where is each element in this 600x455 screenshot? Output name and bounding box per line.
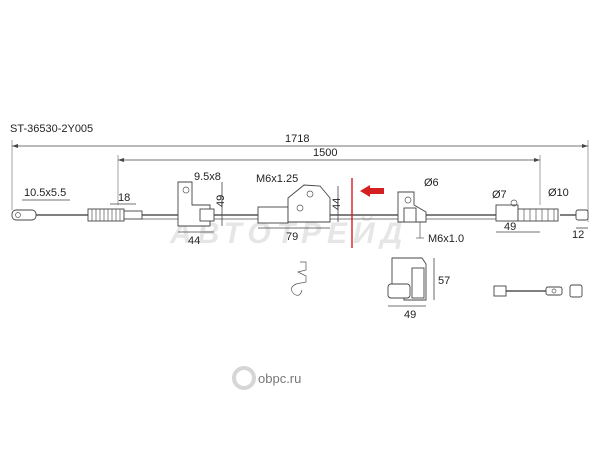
left-end-length: 18 [118, 192, 130, 204]
right-bracket-dia: Ø6 [424, 177, 439, 189]
bracket-detail: 57 49 [387, 257, 450, 321]
brand-name: оbрс.ru [258, 371, 301, 386]
end-fitting-detail [493, 284, 583, 298]
right-end-fitting: Ø10 12 [548, 187, 589, 241]
left-bracket-width: 44 [188, 235, 200, 247]
right-end-dia: Ø10 [548, 187, 569, 199]
left-end-eyelet: 10.5x5.5 [11, 187, 70, 221]
middle-bracket-thread: M6x1.25 [256, 173, 298, 185]
clip-detail [291, 261, 307, 296]
inner-length-label: 1500 [313, 147, 337, 159]
left-bracket-hole: 9.5x8 [194, 171, 221, 183]
detail-height: 57 [438, 275, 450, 287]
right-end-length: 12 [572, 229, 584, 241]
middle-bracket: M6x1.25 44 79 [256, 173, 343, 243]
dimension-inner-length: 1500 [117, 147, 541, 205]
right-bracket-thread: M6x1.0 [428, 233, 464, 245]
left-eye-size: 10.5x5.5 [24, 187, 66, 199]
direction-arrow-icon [360, 185, 384, 197]
detail-width: 49 [404, 309, 416, 321]
middle-bracket-width: 79 [286, 231, 298, 243]
overall-length-label: 1718 [285, 133, 309, 145]
right-bracket: Ø6 M6x1.0 [397, 177, 464, 245]
left-bracket: 49 9.5x8 44 [177, 171, 227, 247]
middle-bracket-height: 44 [331, 198, 343, 210]
left-spring-boot: 18 [87, 192, 143, 222]
left-bracket-height: 49 [215, 195, 227, 207]
dimension-overall-length: 1718 [11, 133, 589, 222]
section-marker [351, 178, 384, 248]
brand-logo: оbрс.ru [232, 366, 301, 390]
right-sleeve-dia: Ø7 [492, 189, 507, 201]
part-code: ST-36530-2Y005 [10, 123, 93, 135]
right-sleeve: Ø7 49 [492, 189, 559, 233]
right-sleeve-length: 49 [504, 221, 516, 233]
